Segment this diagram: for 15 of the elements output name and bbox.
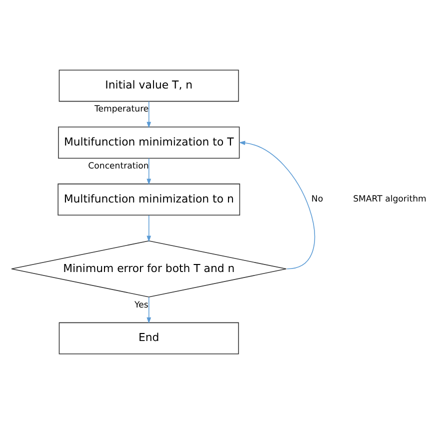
edge-label: Temperature [94,104,149,114]
edge-label: Yes [134,300,148,310]
arrow [146,100,152,128]
node-diamond: Minimum error for both T and n [11,240,287,297]
node-box: Initial value T, n [58,69,239,102]
arrow [238,140,316,269]
arrow [146,157,152,185]
node-box: Multifunction minimization to n [58,183,240,215]
arrow [146,214,152,242]
node-box: Multifunction minimization to T [58,126,240,158]
node-box: End [58,322,239,354]
arrow [146,296,152,324]
edge-label: No [311,194,324,204]
edge-label: Concentration [88,160,149,171]
label: SMART algorithm [353,194,426,204]
